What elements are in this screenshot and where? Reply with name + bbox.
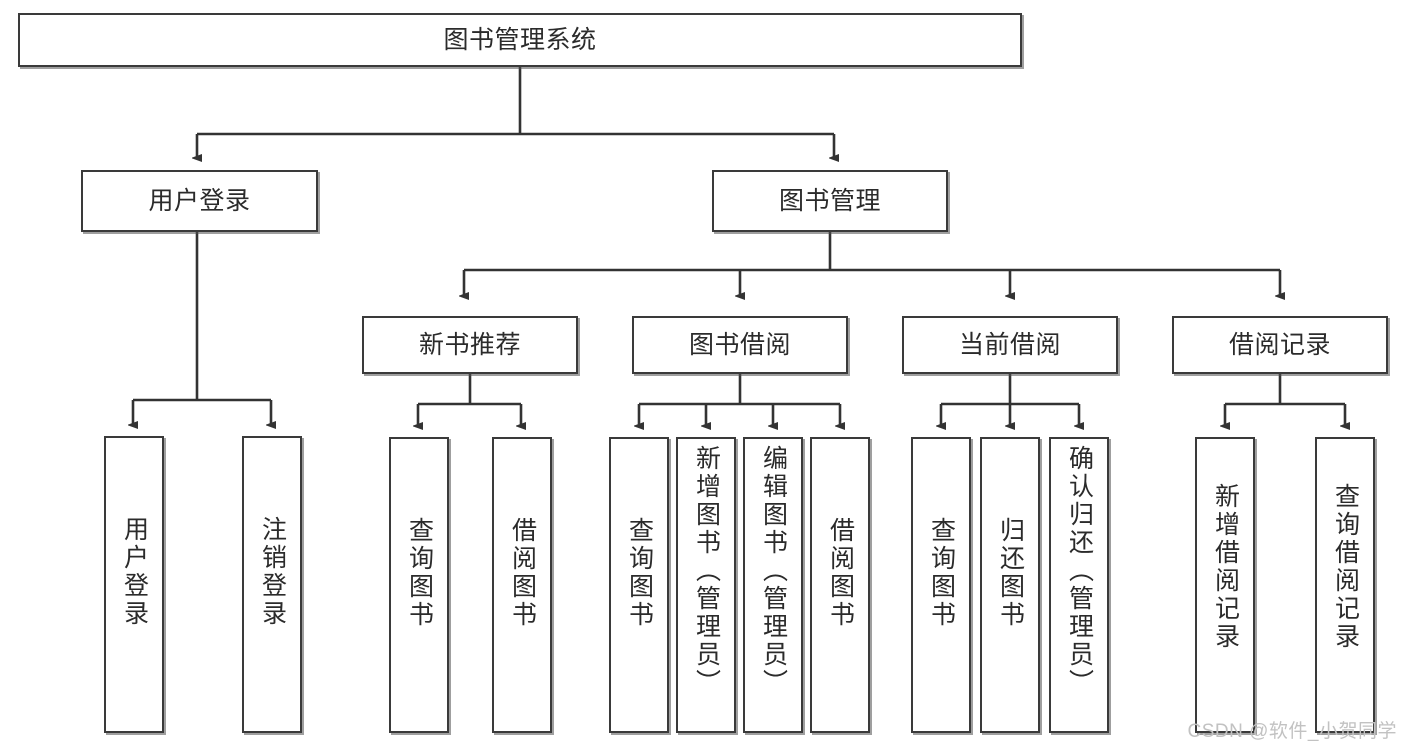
node-leaf-query-book-2-label: 查询图书 bbox=[625, 517, 654, 629]
node-borrow-record[interactable]: 借阅记录 bbox=[1172, 316, 1388, 374]
node-leaf-logout-label: 注销登录 bbox=[258, 516, 287, 628]
node-book-manage[interactable]: 图书管理 bbox=[712, 170, 948, 232]
node-user-login[interactable]: 用户登录 bbox=[81, 170, 318, 232]
node-leaf-query-record-label: 查询借阅记录 bbox=[1331, 483, 1360, 651]
node-leaf-add-book-label: 新增图书（管理员） bbox=[692, 445, 721, 697]
node-leaf-query-book-2[interactable]: 查询图书 bbox=[609, 437, 669, 733]
node-leaf-edit-book-label: 编辑图书（管理员） bbox=[759, 445, 788, 697]
node-book-borrow-label: 图书借阅 bbox=[688, 331, 791, 359]
node-leaf-add-book[interactable]: 新增图书（管理员） bbox=[676, 437, 736, 733]
node-leaf-add-record-label: 新增借阅记录 bbox=[1211, 483, 1240, 651]
node-leaf-logout[interactable]: 注销登录 bbox=[242, 436, 302, 733]
node-root-label: 图书管理系统 bbox=[443, 26, 597, 54]
node-new-book-rec[interactable]: 新书推荐 bbox=[362, 316, 578, 374]
node-leaf-query-record[interactable]: 查询借阅记录 bbox=[1315, 437, 1375, 733]
node-leaf-return-book[interactable]: 归还图书 bbox=[980, 437, 1040, 733]
node-leaf-confirm-return[interactable]: 确认归还（管理员） bbox=[1049, 437, 1109, 733]
node-leaf-user-login[interactable]: 用户登录 bbox=[104, 436, 164, 733]
node-leaf-borrow-book-1-label: 借阅图书 bbox=[508, 517, 537, 629]
node-leaf-user-login-label: 用户登录 bbox=[120, 516, 149, 628]
watermark-text: CSDN @软件_小贺同学 bbox=[1187, 721, 1397, 742]
node-leaf-borrow-book-1[interactable]: 借阅图书 bbox=[492, 437, 552, 733]
node-leaf-query-book-1-label: 查询图书 bbox=[405, 517, 434, 629]
node-book-manage-label: 图书管理 bbox=[778, 187, 881, 215]
node-user-login-label: 用户登录 bbox=[148, 187, 251, 215]
node-new-book-rec-label: 新书推荐 bbox=[418, 331, 521, 359]
node-leaf-borrow-book-2-label: 借阅图书 bbox=[826, 517, 855, 629]
node-leaf-query-book-3-label: 查询图书 bbox=[927, 517, 956, 629]
node-book-borrow[interactable]: 图书借阅 bbox=[632, 316, 848, 374]
node-root[interactable]: 图书管理系统 bbox=[18, 13, 1022, 67]
node-leaf-query-book-1[interactable]: 查询图书 bbox=[389, 437, 449, 733]
node-leaf-query-book-3[interactable]: 查询图书 bbox=[911, 437, 971, 733]
node-leaf-add-record[interactable]: 新增借阅记录 bbox=[1195, 437, 1255, 733]
node-leaf-confirm-return-label: 确认归还（管理员） bbox=[1065, 445, 1094, 697]
node-current-borrow-label: 当前借阅 bbox=[958, 331, 1061, 359]
node-leaf-borrow-book-2[interactable]: 借阅图书 bbox=[810, 437, 870, 733]
node-leaf-edit-book[interactable]: 编辑图书（管理员） bbox=[743, 437, 803, 733]
node-borrow-record-label: 借阅记录 bbox=[1228, 331, 1331, 359]
node-leaf-return-book-label: 归还图书 bbox=[996, 517, 1025, 629]
node-current-borrow[interactable]: 当前借阅 bbox=[902, 316, 1118, 374]
